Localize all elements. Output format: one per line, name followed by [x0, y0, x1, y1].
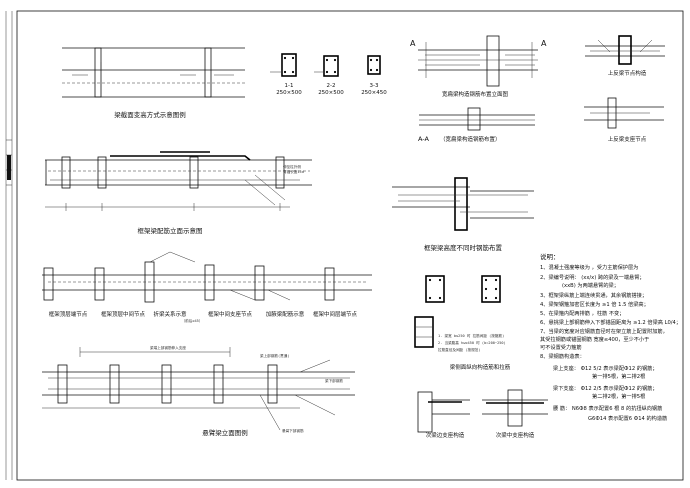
section-3-3: [367, 55, 381, 75]
caption-upper-node-2: 上反梁支座节点: [608, 135, 647, 143]
sheet-border: [16, 10, 684, 481]
cantilever-elevation: [42, 347, 355, 431]
diff-height-figure: [392, 177, 534, 231]
label-section-3-3: 3-3: [370, 83, 379, 89]
note-6: 6、悬挑梁上部钢筋伸入下部锚固距离为 ≥1.2 倍梁高 L0/4；: [540, 318, 681, 326]
note-7b: 其受拉钢筋或锚固钢筋 宽度≤400，至少不小于: [540, 335, 649, 343]
caption-diff-height: 框架梁高度不同时钢筋布置: [424, 243, 503, 252]
label-section-1-1: 1-1: [285, 83, 294, 89]
note-8: 8、梁钢筋构造表：: [540, 352, 585, 360]
beam-side-detail: [414, 275, 501, 348]
label-section-1-1-size: 250×500: [276, 90, 302, 96]
note-2b: (xxB) 为两端悬臂的梁；: [562, 281, 619, 289]
frame-note-2: 弯锚长度15d: [283, 169, 304, 174]
note-3: 3、框架梁纵筋上端连续贯通，其余钢筋搭接；: [540, 291, 647, 299]
table-b2: 梁下支座： Ф12 2/5 表示梁配Ф12 的钢筋；: [553, 384, 658, 392]
note-2: 2、梁编号说明： (xx/x) 跨的梁及一端悬臂；: [540, 273, 645, 281]
label-section-3-3-size: 250×450: [361, 90, 387, 96]
label-beam-a: A: [410, 39, 416, 48]
secondary-beam-end-b: [482, 389, 548, 427]
caption-node-d: 框架中间支座节点: [208, 310, 253, 318]
note-1: 1、混凝土强度等级为 ，受力主筋保护层为: [540, 263, 638, 271]
caption-node-b: 框架顶层中间节点: [101, 310, 146, 318]
wide-beam-elevation: [418, 35, 538, 87]
binding-strip-ticks: [6, 139, 12, 186]
note-7: 7、当梁的宽度对应钢筋直径时在架立筋上配置附加筋，: [540, 327, 668, 335]
table-b1b: 第一排5根，第二排2根: [592, 372, 645, 380]
label-section-2-2-size: 250×500: [318, 90, 344, 96]
caption-wide-beam: 宽扁梁构造钢筋布置立面图: [442, 90, 509, 98]
frame-elevation: [45, 151, 312, 211]
caption-haunch-layout: 梁截面变高方式示意图例: [114, 110, 186, 119]
caption-end-a: 次梁边支座构造: [426, 431, 465, 439]
sec-note-1: 1. 梁宽 b≤250 时 拉筋间距 (按箍筋): [438, 333, 504, 338]
caption-upper-node: 上反梁节点构造: [608, 69, 647, 77]
caption-node-c: 折梁关系示意: [153, 310, 187, 318]
caption-col-detail: 梁侧面纵向构造筋和拉筋: [450, 363, 511, 371]
section-1-1: [270, 53, 297, 77]
caption-frame-elev: 框架梁配筋立面示意图: [138, 226, 203, 235]
caption-node-f: 框架中间层端节点: [313, 310, 358, 318]
caption-end-b: 次梁中支座构造: [496, 431, 535, 439]
wide-beam-aa-section: [419, 107, 535, 131]
section-2-2: [314, 55, 339, 77]
caption-node-c-eq: （前后≥45）: [182, 318, 203, 323]
label-section-2-2: 2-2: [327, 83, 336, 89]
caption-cant: 悬臂梁立面图例: [202, 428, 248, 437]
upper-beam-support: [584, 97, 664, 129]
sec-note-3: 拉筋直径及间距 (按规范): [438, 347, 480, 352]
note-7c: 可不设置受力箍筋: [540, 343, 582, 351]
cant-note-3: 梁下部钢筋: [325, 378, 343, 383]
secondary-beam-end-a: [417, 391, 470, 433]
cant-note-1: 梁端上部钢筋伸入支座: [150, 345, 186, 350]
caption-node-a: 框架顶层端节点: [49, 310, 88, 318]
node-row: [42, 251, 372, 303]
cant-note-4: 悬臂下部钢筋: [282, 428, 304, 433]
table-b1: 梁上支座： Ф12 5/2 表示梁配Ф12 的钢筋；: [553, 364, 658, 372]
caption-aa-sub: （宽扁梁构造钢筋布置）: [440, 135, 501, 143]
upper-beam-node: [585, 35, 665, 65]
table-b4: G6Ф14 表示配置6 Ф14 的构造筋: [588, 414, 667, 422]
haunch-layout-figure: [62, 47, 245, 98]
label-aa: A-A: [418, 135, 430, 143]
label-beam-a2: A: [541, 39, 547, 48]
note-4: 4、梁架钢箍加密区长度为 ≥1 倍 1.5 倍梁高；: [540, 300, 649, 308]
frame-note: 伸至柱外侧: [283, 164, 301, 169]
notes-block: 说明： 1、混凝土强度等级为 ，受力主筋保护层为 2、梁编号说明： (xx/x)…: [540, 252, 681, 422]
table-b2b: 第二排2根，第一排5根: [592, 392, 645, 400]
sec-note-2: 2. 当梁腹高 hw≥450 时 (b=200~250): [438, 340, 506, 345]
table-b3: 腰 筋： N6Ф8 表示配置6 根 8 的抗扭纵向钢筋: [553, 404, 662, 412]
note-5: 5、在梁箍内配两排筋 ，柱筋 不变；: [540, 309, 624, 317]
cant-note-2: 梁上部钢筋(贯通): [260, 353, 289, 358]
caption-node-e: 加腋梁配筋示意: [266, 310, 305, 318]
notes-title: 说明：: [540, 252, 560, 261]
